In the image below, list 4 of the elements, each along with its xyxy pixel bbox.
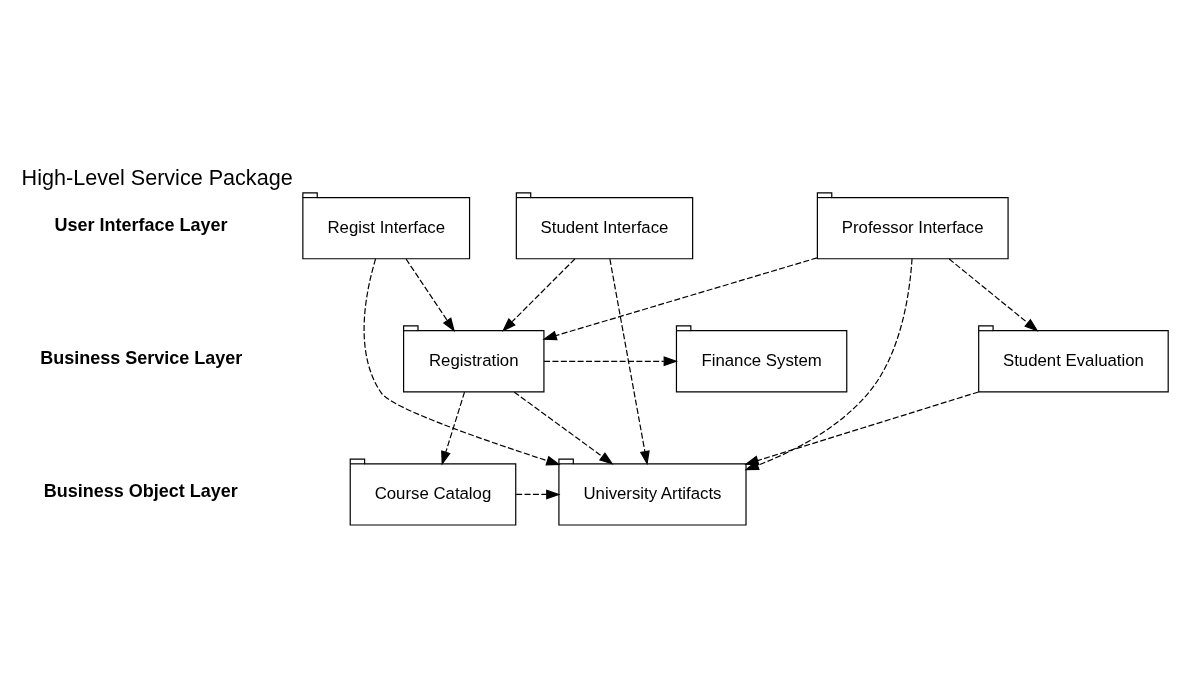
label: User Interface Layer xyxy=(54,214,228,235)
diagram-title: High-Level Service Package xyxy=(21,164,293,190)
label: Business Object Layer xyxy=(43,480,238,501)
label: Business Service Layer xyxy=(40,347,243,368)
